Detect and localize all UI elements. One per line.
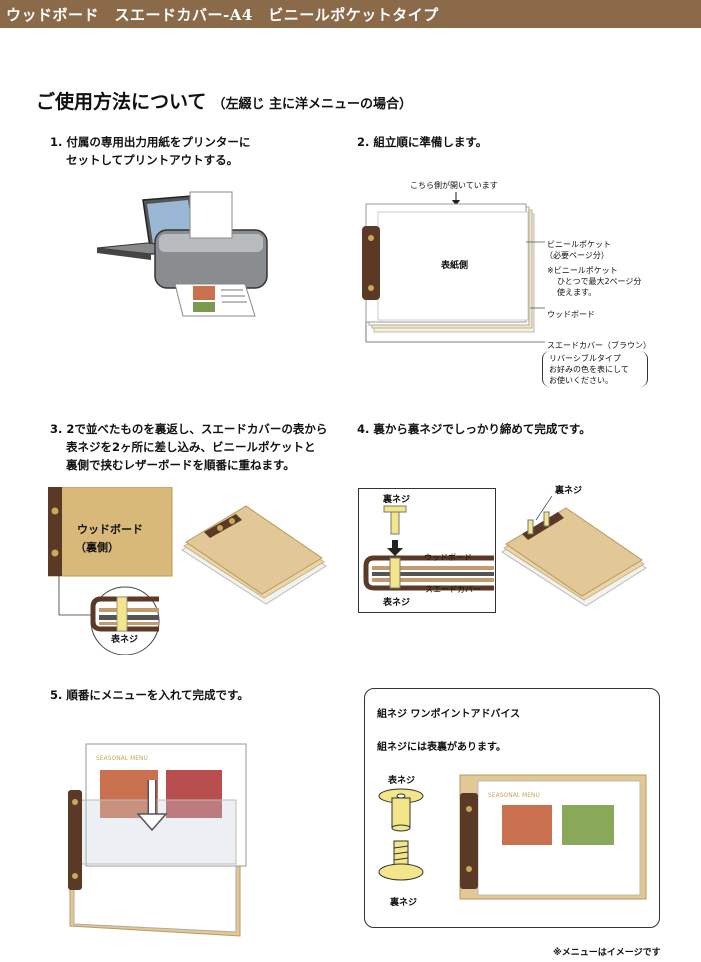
step5-title: 5. 順番にメニューを入れて完成です。 xyxy=(50,688,249,702)
step3-text: 3. 2で並べたものを裏返し、スエードカバーの表から 表ネジを2ヶ所に差し込み、… xyxy=(50,420,327,474)
front-screw-label: 表ネジ xyxy=(111,635,139,645)
back-screw-label-right: 裏ネジ xyxy=(555,486,583,496)
step4-title: 4. 裏から裏ネジでしっかり締めて完成です。 xyxy=(357,422,591,436)
page-title-text: ご使用方法について xyxy=(36,91,207,113)
reversible-line1: リバーシブルタイプ xyxy=(549,354,621,363)
page-subtitle: （左綴じ 主に洋メニューの場合） xyxy=(212,97,412,112)
menu-label-step5: SEASONAL MENU xyxy=(96,755,148,762)
back-screw-detail-box xyxy=(358,488,496,613)
board-back-label1: ウッドボード xyxy=(77,523,143,536)
note-line2: ひとつで最大2ページ分 xyxy=(557,277,642,286)
board-back-label2: （裏側） xyxy=(75,541,119,554)
cover-front-label: 表紙側 xyxy=(441,261,469,271)
header-title: ウッドボード スエードカバー-A4 ビニールポケットタイプ xyxy=(6,6,439,24)
board-stack-illustration xyxy=(181,505,327,605)
required-pages-label: （必要ページ分） xyxy=(545,251,609,260)
advice-text: 組ネジには表裏があります。 xyxy=(377,742,506,753)
step3-line1: 3. 2で並べたものを裏返し、スエードカバーの表から xyxy=(50,422,328,436)
front-screw-label-step4: 表ネジ xyxy=(383,598,411,608)
note-line1: ※ビニールポケット xyxy=(547,266,618,275)
assembly-stack-diagram xyxy=(362,192,545,343)
back-screw-diagram xyxy=(363,505,494,591)
vinyl-pocket-label: ビニールポケット xyxy=(547,240,611,249)
step3-line2: 表ネジを2ヶ所に差し込み、ビニールポケットと xyxy=(66,440,316,454)
reversible-line3: お使いください。 xyxy=(549,376,613,385)
advice-front-screw-label: 表ネジ xyxy=(388,776,416,786)
advice-box xyxy=(364,688,660,928)
suede-cover-label-step4: スエードカバー xyxy=(425,585,481,594)
open-side-label: こちら側が開いています xyxy=(410,181,498,190)
reversible-bracket xyxy=(542,351,648,387)
note-line3: 使えます。 xyxy=(557,288,597,297)
step3-line3: 裏側で挟むレザーボードを順番に重ねます。 xyxy=(66,458,295,472)
advice-back-screw-label: 裏ネジ xyxy=(390,898,418,908)
back-screw-label: 裏ネジ xyxy=(383,495,411,505)
wood-board-label-step4: ウッドボード xyxy=(424,553,472,562)
suede-cover-label: スエードカバー（ブラウン） xyxy=(547,341,651,350)
step1-text: 1. 付属の専用出力用紙をプリンターに セットしてプリントアウトする。 xyxy=(50,133,250,169)
page-title: ご使用方法について （左綴じ 主に洋メニューの場合） xyxy=(36,87,412,114)
step2-title: 2. 組立順に準備します。 xyxy=(357,135,488,149)
header-bar xyxy=(0,0,701,28)
front-screw-detail xyxy=(58,575,160,655)
finished-board-illustration xyxy=(501,495,647,607)
menu-insert-illustration: SEASONAL MENU xyxy=(68,743,247,937)
printer-illustration xyxy=(96,191,268,317)
menu-label-advice: SEASONAL MENU xyxy=(488,792,540,799)
step1-line1: 1. 付属の専用出力用紙をプリンターに xyxy=(50,135,251,149)
wood-board-label: ウッドボード xyxy=(547,310,595,319)
finished-menu-illustration: SEASONAL MENU xyxy=(459,774,647,900)
advice-title: 組ネジ ワンポイントアドバイス xyxy=(377,709,521,720)
reversible-line2: お好みの色を表にして xyxy=(549,365,629,374)
screw-pair-illustration xyxy=(378,788,424,881)
step1-line2: セットしてプリントアウトする。 xyxy=(66,153,239,167)
footnote: ※メニューはイメージです xyxy=(553,948,661,958)
wood-board-back-illustration xyxy=(48,487,173,577)
